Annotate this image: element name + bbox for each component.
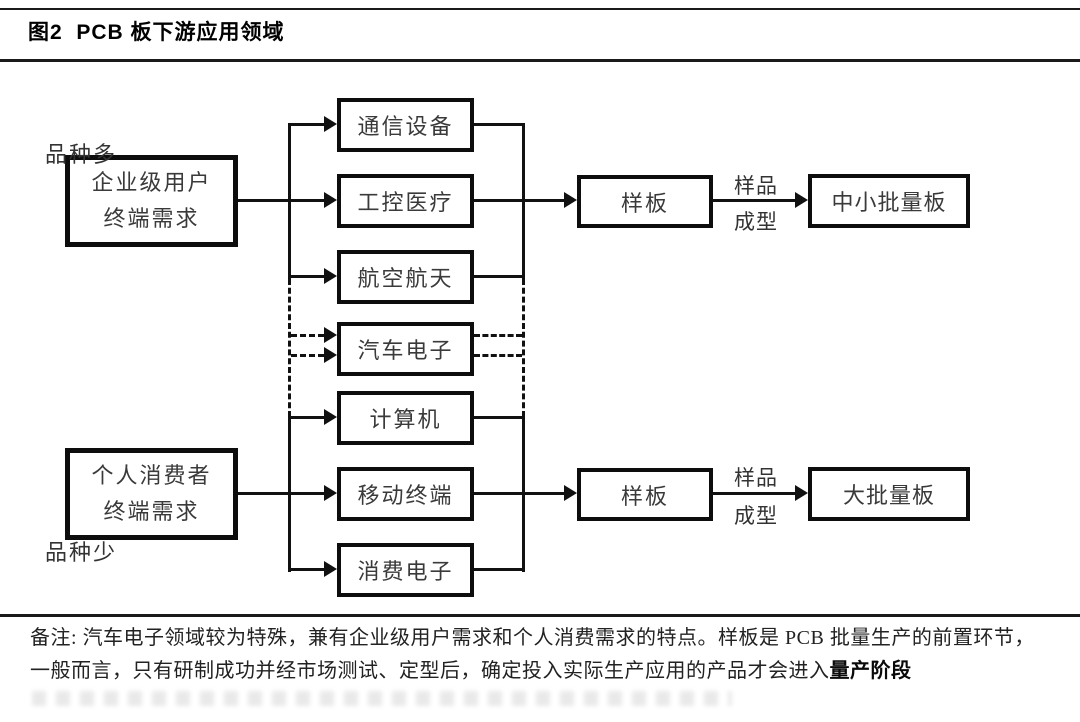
- annotation-many-varieties: 品种多: [44, 142, 117, 167]
- arrowhead-icon: [324, 561, 337, 577]
- note-highlight-mass-production: 量产阶段: [829, 660, 912, 682]
- node-enterprise-demand: 企业级用户 终端需求: [65, 155, 238, 247]
- flow-label-sample-forming: 样品: [734, 466, 778, 490]
- note-line-2: 一般而言，只有研制成功并经市场测试、定型后，确定投入实际生产应用的产品才会进入量…: [30, 654, 912, 683]
- connector: [474, 199, 525, 202]
- arrowhead-icon: [795, 192, 808, 208]
- note-text: 汽车电子领域较为特殊，兼有企业级用户需求和个人消费需求的特点。样板是 PCB 批…: [82, 627, 1035, 649]
- dashed-connector: [291, 334, 324, 337]
- dashed-connector: [474, 354, 522, 357]
- connector: [474, 492, 525, 495]
- flow-label-sample-forming: 成型: [734, 210, 778, 234]
- node-consumer-demand: 个人消费者 终端需求: [65, 448, 238, 540]
- node-sample-board-top: 样板: [577, 175, 713, 228]
- arrowhead-icon: [324, 347, 337, 363]
- node-computer: 计算机: [337, 391, 474, 445]
- top-rule: [0, 8, 1080, 10]
- connector: [522, 199, 566, 202]
- node-large-batch-board: 大批量板: [808, 467, 970, 521]
- connector: [288, 492, 326, 495]
- node-mobile-terminal: 移动终端: [337, 467, 474, 521]
- connector: [474, 123, 525, 126]
- arrowhead-icon: [564, 485, 577, 501]
- node-automotive-electronics: 汽车电子: [337, 322, 474, 376]
- connector: [474, 275, 525, 278]
- node-communication-equipment: 通信设备: [337, 98, 474, 152]
- dashed-connector: [288, 279, 291, 417]
- title-bottom-rule: [0, 59, 1080, 62]
- connector: [288, 199, 326, 202]
- connector: [712, 492, 796, 495]
- flow-label-sample-forming: 样品: [734, 174, 778, 198]
- connector: [288, 568, 326, 571]
- node-label-line: 企业级用户: [91, 170, 212, 195]
- arrowhead-icon: [324, 485, 337, 501]
- connector: [288, 416, 326, 419]
- arrowhead-icon: [324, 116, 337, 132]
- connector: [712, 199, 796, 202]
- arrowhead-icon: [564, 192, 577, 208]
- arrowhead-icon: [324, 327, 337, 343]
- node-industrial-medical: 工控医疗: [337, 174, 474, 228]
- arrowhead-icon: [324, 192, 337, 208]
- node-sample-board-bottom: 样板: [577, 468, 713, 521]
- node-small-medium-batch-board: 中小批量板: [808, 174, 970, 228]
- dashed-connector: [474, 334, 522, 337]
- arrowhead-icon: [324, 268, 337, 284]
- node-aerospace: 航空航天: [337, 250, 474, 304]
- connector: [238, 492, 292, 495]
- connector: [474, 416, 525, 419]
- arrowhead-icon: [795, 485, 808, 501]
- flow-label-sample-forming: 成型: [734, 504, 778, 528]
- connector: [288, 275, 326, 278]
- connector: [522, 492, 566, 495]
- dashed-connector: [291, 354, 324, 357]
- connector: [238, 199, 292, 202]
- node-label-line: 终端需求: [103, 499, 200, 524]
- node-label-line: 终端需求: [103, 206, 200, 231]
- note-text: 一般而言，只有研制成功并经市场测试、定型后，确定投入实际生产应用的产品才会进入: [30, 660, 830, 682]
- arrowhead-icon: [324, 409, 337, 425]
- dashed-connector: [522, 279, 525, 417]
- note-top-rule: [0, 614, 1080, 617]
- annotation-few-varieties: 品种少: [44, 540, 117, 565]
- node-consumer-electronics: 消费电子: [337, 543, 474, 597]
- figure-title: 图2 PCB 板下游应用领域: [28, 21, 285, 44]
- connector: [288, 123, 326, 126]
- node-label-line: 个人消费者: [91, 463, 212, 488]
- faded-watermark-text: [32, 691, 732, 706]
- note-line-1: 备注: 汽车电子领域较为特殊，兼有企业级用户需求和个人消费需求的特点。样板是 P…: [30, 621, 1035, 650]
- note-prefix: 备注:: [30, 627, 78, 649]
- connector: [474, 568, 525, 571]
